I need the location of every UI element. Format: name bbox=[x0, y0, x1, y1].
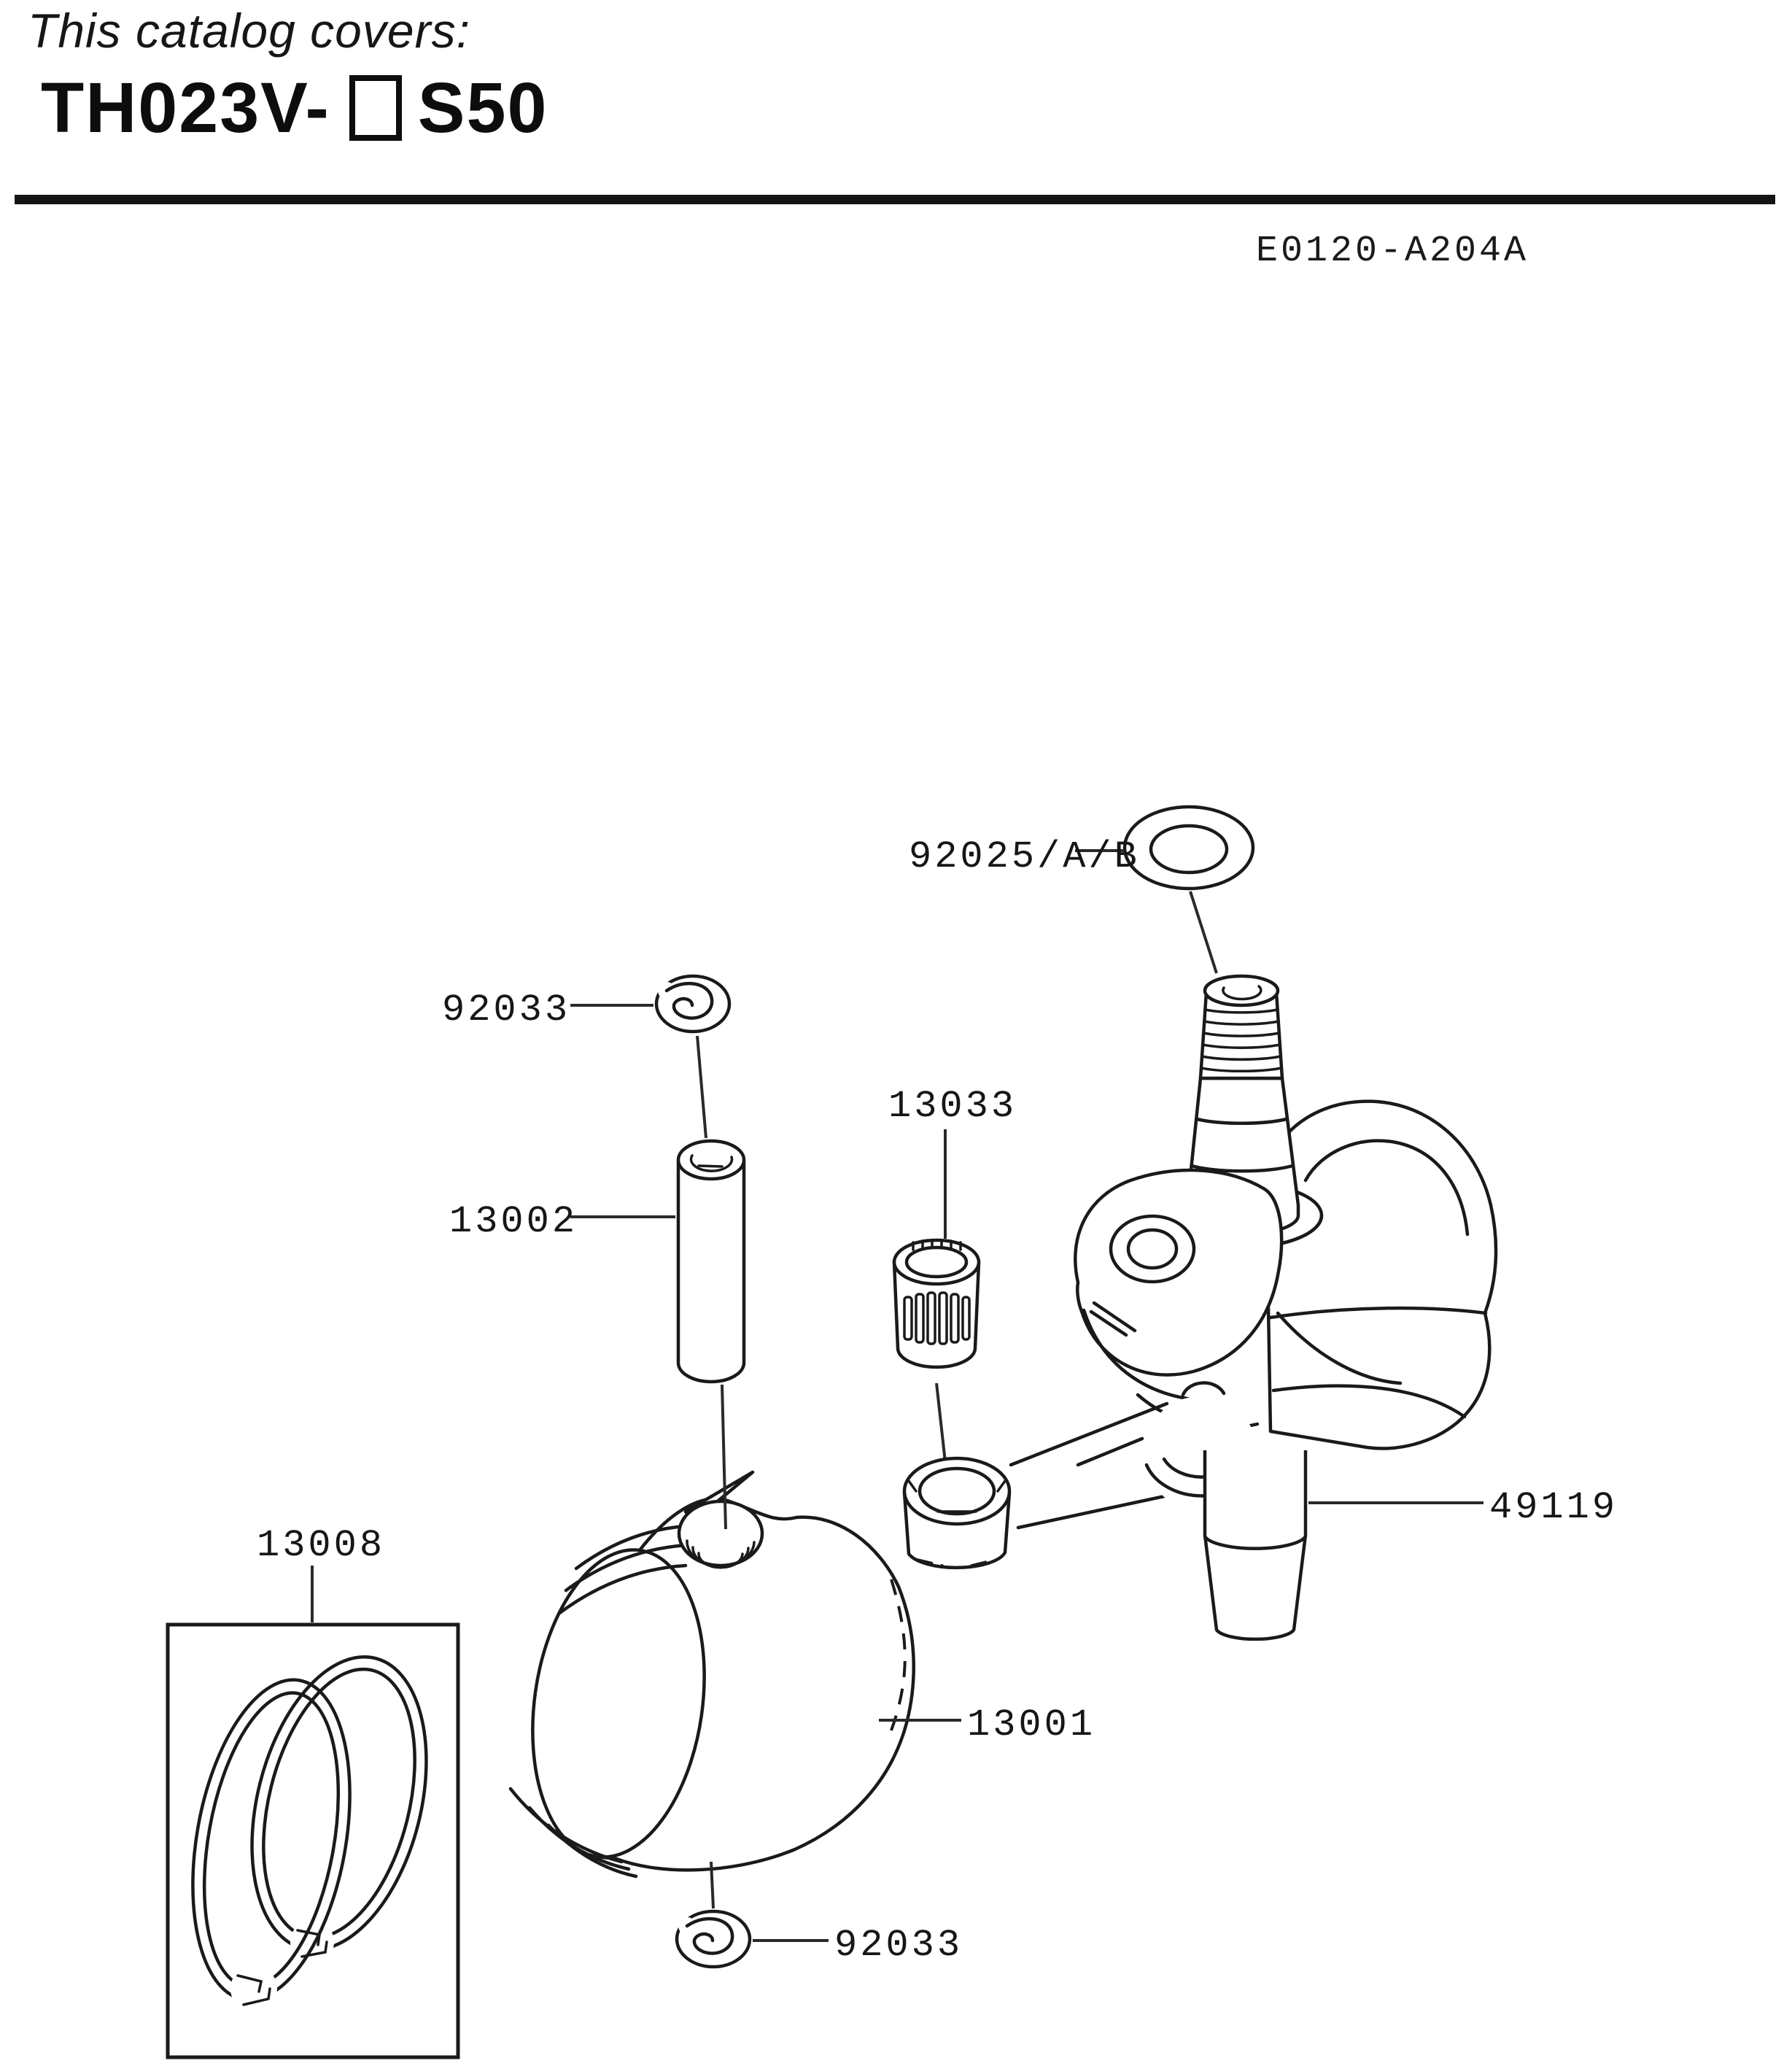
part-label-piston-ring-set: 13008 bbox=[257, 1524, 385, 1567]
part-label-piston: 13001 bbox=[967, 1703, 1095, 1746]
header-rule bbox=[15, 195, 1775, 204]
crankshaft-drawing bbox=[1074, 974, 1498, 1450]
model-placeholder-box bbox=[349, 75, 402, 141]
leader-line bbox=[1189, 891, 1218, 974]
needle-bearing-drawing bbox=[892, 1129, 981, 1489]
leader-line bbox=[710, 1861, 715, 1909]
leader-line bbox=[721, 1384, 727, 1530]
part-label-needle-bearing: 13033 bbox=[888, 1085, 1017, 1128]
part-labels: 92025/A/B 92033 13033 13002 13008 13001 … bbox=[257, 835, 1618, 1967]
leader-line bbox=[696, 1035, 707, 1139]
diagram-code: E0120-A204A bbox=[1256, 231, 1529, 272]
model-prefix: TH023V- bbox=[41, 68, 330, 147]
piston-ring-back-drawing bbox=[250, 1655, 428, 1964]
covers-label: This catalog covers: bbox=[28, 4, 470, 58]
part-label-pin-clip-top: 92033 bbox=[442, 988, 570, 1032]
washer-drawing bbox=[1122, 805, 1255, 974]
model-suffix: S50 bbox=[417, 68, 548, 147]
part-label-piston-pin: 13002 bbox=[449, 1200, 578, 1243]
part-label-pin-clip-bottom: 92033 bbox=[834, 1924, 963, 1967]
part-label-crankshaft: 49119 bbox=[1489, 1486, 1618, 1529]
piston-drawing bbox=[508, 1384, 915, 1879]
piston-ring-front-drawing bbox=[191, 1678, 352, 2012]
pin-clip-bottom-drawing bbox=[677, 1861, 750, 1967]
piston-ring-set-box bbox=[166, 1566, 460, 2059]
rod-small-end-drawing bbox=[902, 1456, 1012, 1570]
crankshaft-lower-journal bbox=[1203, 1450, 1308, 1641]
piston-pin-drawing bbox=[676, 1139, 746, 1384]
part-label-washer: 92025/A/B bbox=[909, 835, 1140, 878]
pin-clip-top-drawing bbox=[656, 976, 729, 1139]
model-line: TH023V- S50 bbox=[41, 67, 548, 149]
